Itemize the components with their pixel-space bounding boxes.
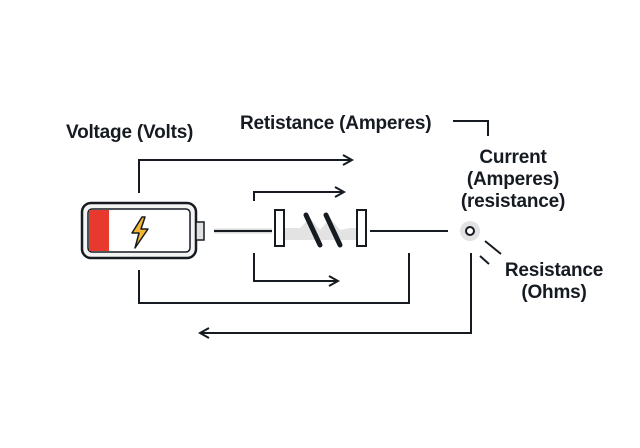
voltage-label: Voltage (Volts) bbox=[66, 122, 194, 143]
resistor-plate-left bbox=[274, 209, 285, 247]
return-arrow bbox=[200, 253, 472, 333]
battery bbox=[80, 201, 205, 260]
resistor-shadow bbox=[280, 218, 362, 240]
voltage-arrow bbox=[138, 160, 352, 193]
resistor-coil-1 bbox=[303, 212, 323, 248]
resistance-leader-1 bbox=[484, 240, 502, 255]
resistance-label-line-2: (Ohms) bbox=[521, 282, 587, 303]
retistance-label: Retistance (Amperes) bbox=[240, 113, 432, 134]
resistor-coil-2 bbox=[323, 212, 343, 248]
battery-return-path bbox=[138, 253, 410, 304]
resistor-bottom-arrow bbox=[253, 253, 338, 281]
resistance-label-line-1: Resistance bbox=[504, 260, 604, 281]
current-label-line-3: (resistance) bbox=[460, 191, 566, 212]
retistance-leader bbox=[453, 120, 489, 136]
resistor bbox=[274, 209, 367, 248]
battery-charge-level bbox=[89, 210, 109, 251]
lightning-bolt-icon bbox=[131, 216, 149, 249]
current-label-line-2: (Amperes) bbox=[466, 169, 560, 190]
current-label: Current (Amperes) (resistance) bbox=[446, 147, 580, 213]
current-label-line-1: Current bbox=[479, 147, 547, 168]
battery-terminal bbox=[195, 221, 205, 241]
resistance-label: Resistance (Ohms) bbox=[494, 260, 614, 304]
terminal-node bbox=[460, 221, 480, 241]
resistance-leader-2 bbox=[479, 255, 490, 265]
resistor-top-arrow bbox=[253, 192, 344, 201]
resistor-plate-right bbox=[356, 209, 367, 247]
